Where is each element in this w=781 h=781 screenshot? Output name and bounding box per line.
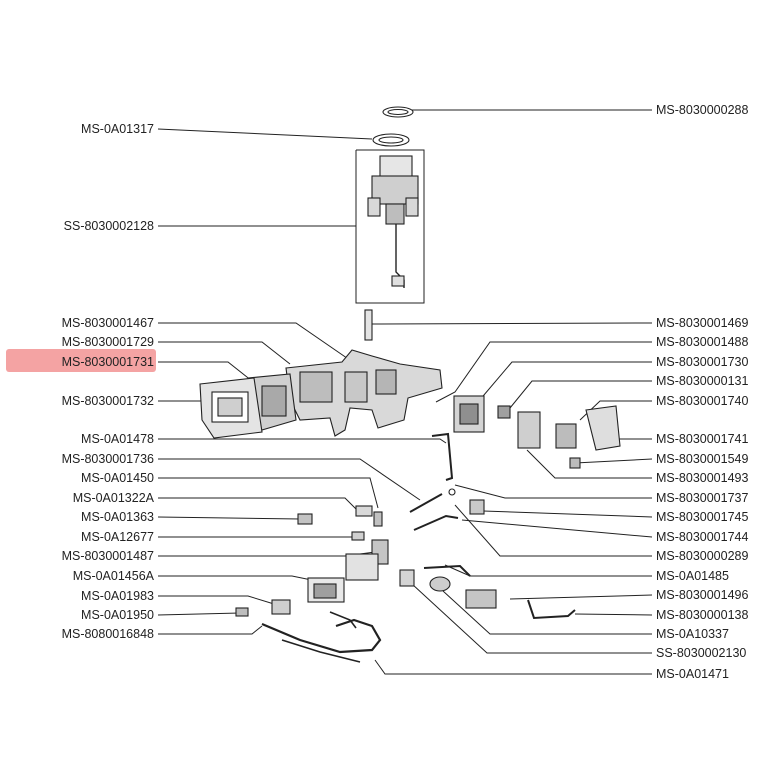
part-label-right[interactable]: MS-0A01485 [656, 569, 729, 583]
part-label-left[interactable]: MS-8080016848 [61, 627, 154, 641]
selected-part-highlight[interactable] [6, 349, 156, 372]
part-label-left[interactable]: MS-0A01950 [81, 608, 154, 622]
part-label-left[interactable]: MS-0A01983 [81, 589, 154, 603]
part-label-right[interactable]: MS-8030001496 [656, 588, 749, 602]
part-label-left[interactable]: MS-8030001729 [61, 335, 154, 349]
part-label-right[interactable]: MS-0A10337 [656, 627, 729, 641]
part-label-left[interactable]: SS-8030002128 [63, 219, 154, 233]
part-label-right[interactable]: MS-8030001744 [656, 530, 749, 544]
part-label-right[interactable]: MS-8030001469 [656, 316, 749, 330]
part-label-left[interactable]: MS-0A01317 [81, 122, 154, 136]
part-label-left[interactable]: MS-0A01478 [81, 432, 154, 446]
part-label-left[interactable]: MS-8030001731 [61, 355, 154, 369]
part-label-right[interactable]: MS-8030001740 [656, 394, 749, 408]
part-label-right[interactable]: MS-8030000138 [656, 608, 749, 622]
part-label-right[interactable]: MS-8030000289 [656, 549, 749, 563]
part-label-right[interactable]: MS-8030001737 [656, 491, 749, 505]
part-label-left[interactable]: MS-8030001736 [61, 452, 154, 466]
part-label-right[interactable]: SS-8030002130 [656, 646, 747, 660]
part-label-left[interactable]: MS-0A01456A [72, 569, 154, 583]
part-label-right[interactable]: MS-0A01471 [656, 667, 729, 681]
part-label-right[interactable]: MS-8030001488 [656, 335, 749, 349]
part-label-right[interactable]: MS-8030000288 [656, 103, 749, 117]
part-label-left[interactable]: MS-8030001487 [61, 549, 154, 563]
leader-lines [157, 109, 653, 675]
part-label-right[interactable]: MS-8030001741 [656, 432, 749, 446]
part-label-left[interactable]: MS-0A01322A [72, 491, 154, 505]
part-label-left[interactable]: MS-8030001467 [61, 316, 154, 330]
part-label-right[interactable]: MS-8030001730 [656, 355, 749, 369]
part-label-right[interactable]: MS-8030001745 [656, 510, 749, 524]
part-label-left[interactable]: MS-8030001732 [61, 394, 154, 408]
part-label-left[interactable]: MS-0A12677 [81, 530, 154, 544]
part-label-right[interactable]: MS-8030001493 [656, 471, 749, 485]
part-drawings [199, 106, 621, 663]
part-label-right[interactable]: MS-8030000131 [656, 374, 749, 388]
part-label-left[interactable]: MS-0A01363 [81, 510, 154, 524]
part-label-right[interactable]: MS-8030001549 [656, 452, 749, 466]
part-label-left[interactable]: MS-0A01450 [81, 471, 154, 485]
